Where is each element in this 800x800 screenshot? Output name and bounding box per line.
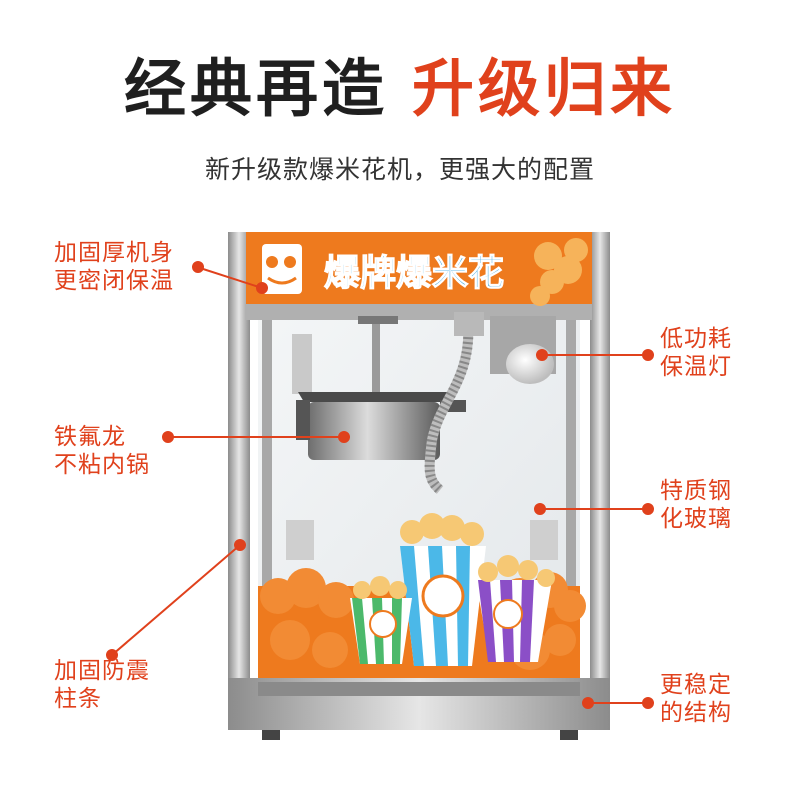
callout-glass-line2: 化玻璃: [660, 505, 732, 532]
left-corner-ornament: [286, 520, 314, 560]
headline-part1: 经典再造: [123, 52, 388, 125]
sign-text: 爆牌爆米花: [324, 253, 504, 294]
callout-glass-line1: 特质钢: [660, 478, 732, 504]
callout-pot-line2: 不粘内锅: [54, 451, 150, 478]
callout-lamp-line1: 低功耗: [660, 326, 732, 352]
sign-logo-icon: [262, 244, 302, 294]
callout-lamp: 低功耗 保温灯: [660, 326, 732, 381]
callout-pillar: 加固防震 柱条: [54, 658, 150, 713]
subheadline: 新升级款爆米花机，更强大的配置: [204, 155, 595, 184]
left-foot: [262, 730, 280, 740]
right-foot: [560, 730, 578, 740]
callout-body-line1: 加固厚机身: [54, 240, 174, 266]
popcorn-box-center: [400, 513, 486, 666]
right-pillar: [590, 232, 610, 730]
callout-pot-line1: 铁氟龙: [54, 424, 126, 450]
callout-lamp-line2: 保温灯: [660, 353, 732, 380]
callout-body-line2: 更密闭保温: [54, 267, 174, 294]
callout-lines: [106, 261, 654, 709]
callout-structure: 更稳定 的结构: [660, 672, 732, 727]
headline-part2: 升级归来: [412, 52, 677, 125]
callout-pillar-line2: 柱条: [54, 685, 102, 712]
kettle-pot: [296, 392, 466, 460]
callout-glass: 特质钢 化玻璃: [660, 478, 732, 533]
popcorn-box-right: [476, 555, 555, 662]
hose-connector: [454, 312, 484, 336]
sign-popcorn-decoration: [530, 238, 588, 306]
kettle-shaft: [372, 324, 380, 394]
callout-body: 加固厚机身 更密闭保温: [54, 240, 174, 295]
kettle-bracket: [358, 316, 398, 324]
callout-pillar-line1: 加固防震: [54, 658, 150, 684]
callout-pot: 铁氟龙 不粘内锅: [54, 424, 150, 479]
headline: 经典再造升级归来: [0, 58, 800, 120]
callout-structure-line1: 更稳定: [660, 672, 732, 698]
inner-left-pillar: [262, 318, 272, 698]
left-pillar: [228, 232, 250, 730]
warming-lamp: [490, 316, 556, 384]
kettle-arm: [292, 334, 312, 394]
callout-structure-line2: 的结构: [660, 699, 732, 726]
popcorn-box-left: [350, 576, 412, 664]
right-corner-ornament: [530, 520, 558, 560]
